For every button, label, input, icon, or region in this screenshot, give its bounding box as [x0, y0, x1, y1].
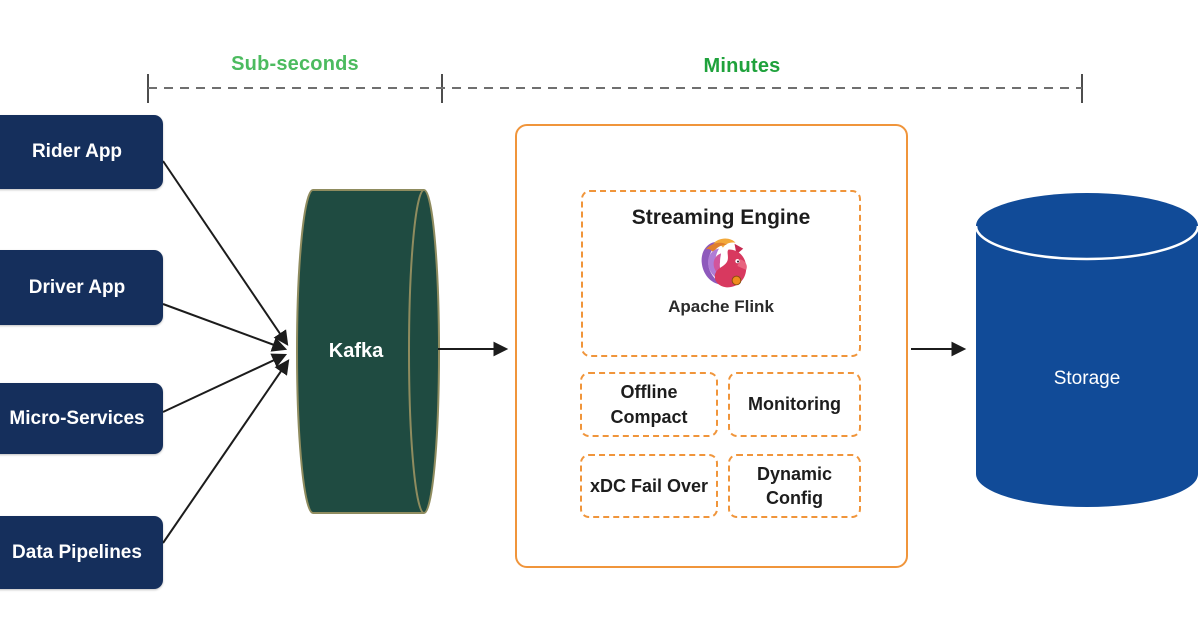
flink-squirrel-icon	[701, 238, 747, 288]
storage-label: Storage	[1053, 368, 1121, 389]
arrow-driver-to-kafka	[162, 303, 288, 352]
source-box-data-pipelines: Data Pipelines	[0, 516, 163, 589]
flink-caption: Apache Flink	[668, 297, 774, 317]
timeline-label-sub-seconds: Sub-seconds	[231, 53, 359, 75]
module-box-xdc-fail-over: xDC Fail Over	[580, 454, 718, 518]
storage-cylinder-body	[976, 193, 1198, 507]
module-label-xdc-fail-over: xDC Fail Over	[589, 475, 709, 496]
source-box-rider-app: Rider App	[0, 115, 163, 189]
kafka-label: Kafka	[328, 340, 384, 362]
module-label-dynamic-config: Dynamic Config	[756, 463, 833, 508]
storage-cylinder-rim	[974, 225, 1200, 261]
module-box-dynamic-config: Dynamic Config	[728, 454, 861, 518]
module-label-monitoring: Monitoring	[748, 394, 841, 415]
streaming-engine-box: Streaming Engine Apache Flink	[581, 190, 861, 357]
timeline-label-minutes: Minutes	[703, 55, 781, 77]
source-box-driver-app: Driver App	[0, 250, 163, 325]
source-box-micro-services: Micro-Services	[0, 383, 163, 454]
source-label-micro-services: Micro-Services	[9, 407, 145, 429]
source-label-rider-app: Rider App	[31, 141, 123, 162]
storage-cylinder	[974, 193, 1200, 507]
timeline-bracket	[147, 74, 1083, 103]
arrow-rider-to-kafka	[162, 160, 289, 346]
arrow-microservices-to-kafka	[162, 353, 288, 413]
module-label-offline-compact: Offline Compact	[610, 382, 688, 427]
arrow-pipelines-to-kafka	[162, 359, 290, 544]
module-box-offline-compact: Offline Compact	[580, 372, 718, 437]
source-label-driver-app: Driver App	[28, 276, 126, 298]
module-box-monitoring: Monitoring	[728, 372, 861, 437]
source-label-data-pipelines: Data Pipelines	[12, 541, 142, 563]
streaming-engine-title: Streaming Engine	[631, 206, 811, 229]
